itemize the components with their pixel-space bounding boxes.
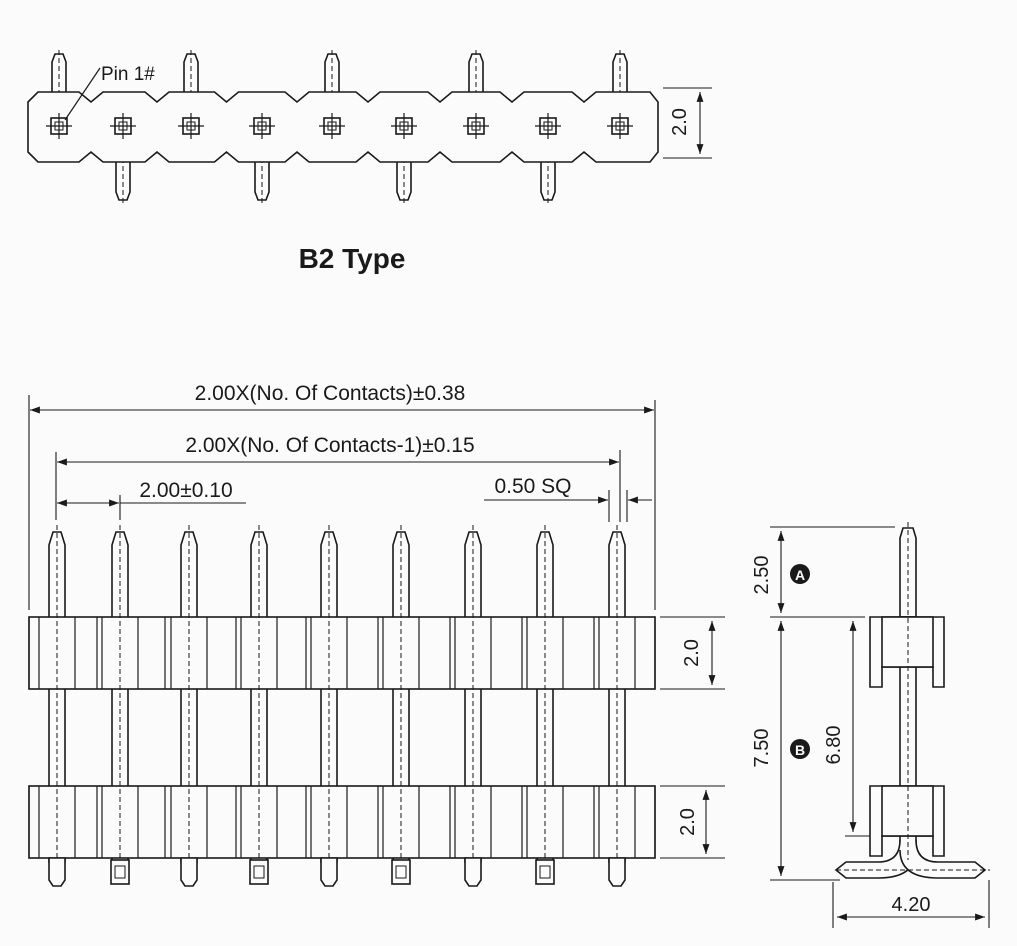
front-tail-pin (320, 857, 338, 887)
a-dim-label: 2.50 (751, 556, 773, 595)
front-tail-square (391, 859, 411, 885)
a-marker-circle (790, 564, 810, 584)
top-view: Pin 1# 2.0 B2 Type (27, 50, 712, 274)
pitch-dim-label: 2.00±0.10 (139, 479, 232, 502)
front-tail-pin (180, 857, 198, 887)
a-marker-label: A (795, 567, 805, 583)
b-dim-label: 7.50 (751, 729, 773, 768)
front-tail-pin (464, 857, 482, 887)
front-tail-pin (608, 857, 626, 887)
side-view: 2.50 A 7.50 B 6.80 4.20 (751, 522, 990, 928)
front-body (28, 616, 656, 690)
upper-body-dim-label: 2.0 (681, 639, 703, 667)
front-tail-pin (48, 857, 66, 887)
type-title: B2 Type (299, 243, 406, 274)
overall-dim-label: 2.00X(No. Of Contacts)±0.38 (195, 382, 466, 405)
width-dim-label: 4.20 (892, 894, 931, 916)
lower-body-dim-label: 2.0 (677, 808, 699, 836)
front-tail-square (110, 859, 130, 885)
pin1-label: Pin 1# (101, 64, 155, 85)
front-tail-square (535, 859, 555, 885)
pin-size-label: 0.50 SQ (494, 475, 571, 498)
front-view: 2.00X(No. Of Contacts)±0.38 2.00X(No. Of… (28, 382, 725, 887)
inner-dim-label: 6.80 (823, 726, 845, 765)
span-dim-label: 2.00X(No. Of Contacts-1)±0.15 (185, 434, 474, 457)
front-body (28, 785, 656, 859)
top-height-label: 2.0 (669, 108, 691, 136)
b-marker-circle (790, 739, 810, 759)
front-tail-square (249, 859, 269, 885)
b-marker-label: B (795, 742, 805, 758)
top-view-body (27, 91, 659, 163)
pin1-leader (64, 67, 101, 121)
